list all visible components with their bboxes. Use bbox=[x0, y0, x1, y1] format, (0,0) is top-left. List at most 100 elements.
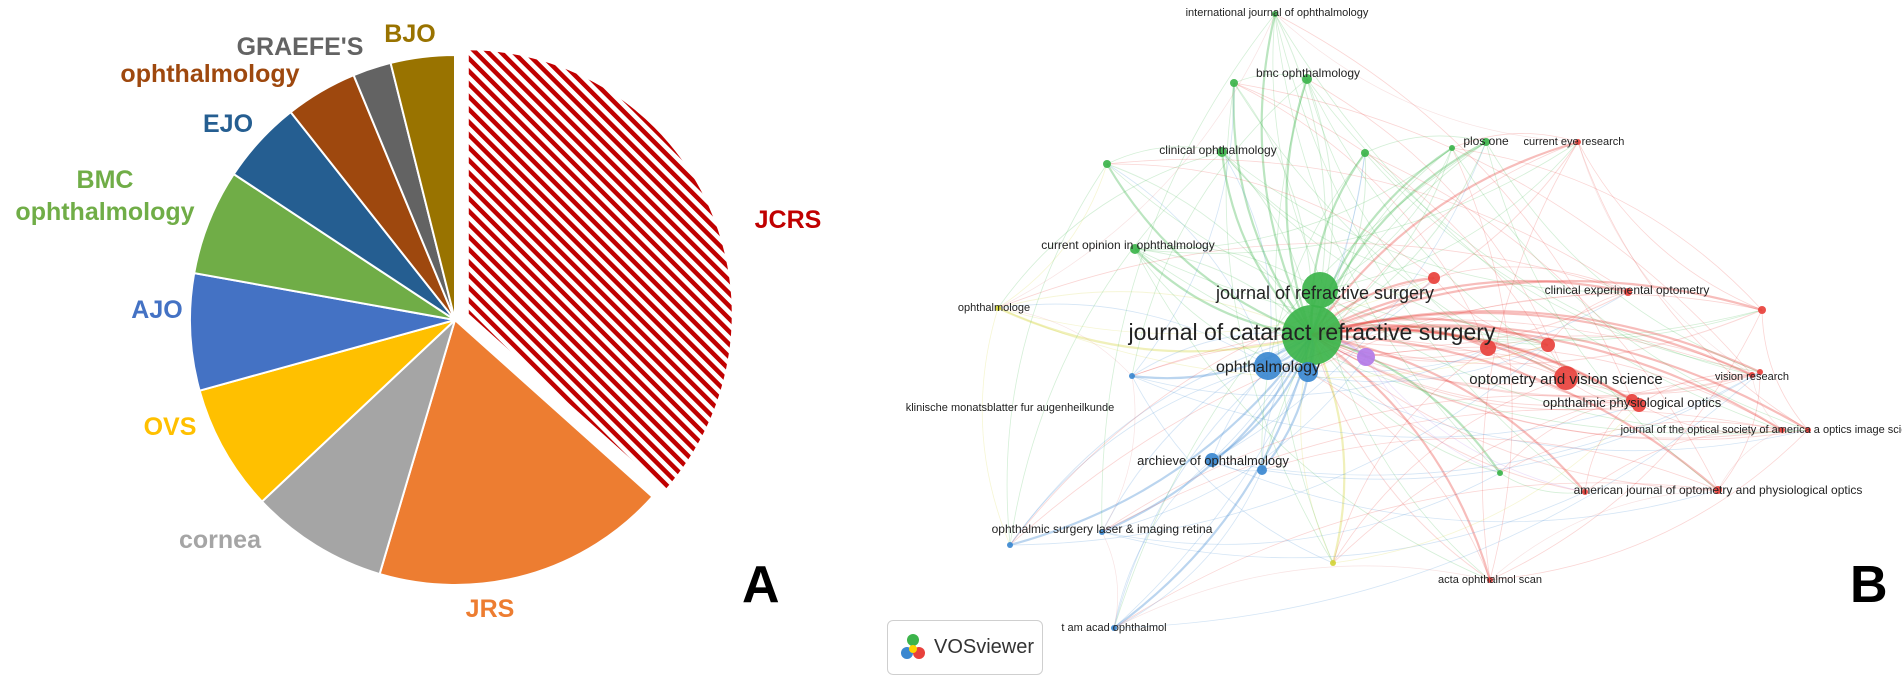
network-edge bbox=[1274, 13, 1633, 401]
network-edge bbox=[1113, 334, 1314, 629]
network-label: international journal of ophthalmology bbox=[1186, 7, 1369, 19]
network-edge bbox=[1101, 356, 1367, 533]
network-node-unlabeled bbox=[1497, 470, 1503, 476]
network-edge bbox=[1113, 152, 1366, 629]
network-edge bbox=[1261, 152, 1366, 471]
pie-slice-cornea bbox=[260, 316, 458, 576]
network-edge bbox=[1499, 472, 1586, 494]
network-edge bbox=[1233, 82, 1489, 349]
network-edge bbox=[1211, 459, 1719, 523]
network-edge bbox=[1584, 429, 1783, 493]
network-edge bbox=[1311, 333, 1586, 493]
pie-slice-ovs bbox=[198, 319, 456, 503]
network-nodes bbox=[995, 11, 1811, 631]
pie-label-ejo: EJO bbox=[203, 110, 253, 138]
network-edge bbox=[1131, 375, 1640, 438]
network-edge bbox=[1009, 344, 1549, 546]
network-node bbox=[1099, 529, 1105, 535]
network-edge bbox=[1311, 333, 1501, 474]
network-edge bbox=[1489, 309, 1763, 581]
network-label: acta ophthalmol scan bbox=[1438, 574, 1542, 586]
network-edge bbox=[1487, 335, 1753, 376]
network-edge bbox=[1311, 325, 1783, 431]
network-edge bbox=[1101, 334, 1313, 534]
pie-label-ajo: AJO bbox=[131, 296, 182, 324]
network-label: clinical ophthalmology bbox=[1159, 143, 1276, 157]
network-edge bbox=[1009, 291, 1629, 546]
network-node bbox=[1575, 139, 1581, 145]
network-edge bbox=[1311, 334, 1567, 385]
network-edge bbox=[1306, 78, 1489, 349]
network-edge bbox=[1307, 371, 1809, 452]
network-edge bbox=[1433, 277, 1549, 346]
network-edge bbox=[1311, 334, 1633, 406]
pie-slice-ajo bbox=[189, 271, 456, 392]
network-edge bbox=[1113, 482, 1719, 629]
network-node-unlabeled bbox=[1582, 489, 1588, 495]
network-edge bbox=[1221, 151, 1435, 279]
network-node-unlabeled bbox=[1541, 338, 1555, 352]
network-edge bbox=[1101, 395, 1633, 533]
network-edge bbox=[1451, 147, 1513, 581]
network-node bbox=[1254, 352, 1282, 380]
pie-slice-bjo bbox=[389, 53, 456, 321]
network-edge bbox=[1307, 371, 1491, 581]
network-edge bbox=[1261, 371, 1761, 480]
network-edge bbox=[1319, 289, 1809, 433]
network-edge bbox=[1332, 374, 1753, 564]
network-edge bbox=[1761, 309, 1809, 431]
panel-letter-b: B bbox=[1850, 556, 1888, 614]
network-edge bbox=[1311, 334, 1719, 491]
network-edge bbox=[1311, 291, 1629, 347]
network-edge bbox=[1311, 334, 1809, 441]
network-edge bbox=[1272, 13, 1367, 358]
network-edge bbox=[1274, 13, 1586, 493]
network-edge bbox=[1267, 277, 1435, 367]
network-edge bbox=[1101, 531, 1118, 629]
network-edge bbox=[1485, 141, 1719, 491]
network-node-unlabeled bbox=[1632, 398, 1646, 412]
network-label: current opinion in ophthalmology bbox=[1041, 238, 1214, 252]
network-edge bbox=[1485, 141, 1761, 373]
network-label: ophthalmology bbox=[1216, 359, 1320, 376]
network-edge bbox=[1134, 248, 1491, 581]
network-edge bbox=[1260, 13, 1313, 336]
network-edge bbox=[1332, 347, 1489, 564]
network-edge bbox=[1311, 333, 1719, 491]
network-node bbox=[1205, 453, 1219, 467]
network-edge bbox=[1101, 334, 1313, 533]
network-edge bbox=[1311, 334, 1492, 581]
network-node bbox=[1272, 11, 1278, 17]
network-label: ophthalmic physiological optics bbox=[1543, 395, 1722, 410]
network-edge bbox=[1233, 82, 1753, 376]
network-label: plos one bbox=[1463, 134, 1509, 148]
network-edge bbox=[1106, 163, 1435, 279]
network-edge bbox=[1106, 163, 1269, 367]
network-edge bbox=[1101, 408, 1783, 533]
network-edge bbox=[1311, 147, 1453, 336]
network-edge bbox=[1106, 163, 1313, 336]
network-edge bbox=[1106, 158, 1629, 293]
network-edge bbox=[1233, 73, 1308, 84]
network-edge bbox=[1009, 334, 1313, 547]
network-edge bbox=[1134, 141, 1579, 254]
network-edge bbox=[1311, 317, 1549, 347]
network-edge bbox=[1584, 399, 1633, 493]
network-node-unlabeled bbox=[1230, 79, 1238, 87]
network-edge bbox=[1134, 147, 1453, 250]
network-labels: journal of cataract refractive surgeryjo… bbox=[906, 7, 1902, 634]
network-edge bbox=[1221, 151, 1549, 346]
network-node-unlabeled bbox=[1357, 348, 1375, 366]
network-node-unlabeled bbox=[1449, 145, 1455, 151]
network-node bbox=[1217, 147, 1227, 157]
network-edges bbox=[981, 13, 1809, 629]
network-edge bbox=[1211, 141, 1487, 461]
network-edge bbox=[997, 307, 1313, 353]
network-node bbox=[1129, 373, 1135, 379]
network-edge bbox=[1009, 151, 1223, 546]
network-edge bbox=[1311, 311, 1753, 376]
network-edge bbox=[1365, 346, 1783, 431]
network-label: clinical experimental optometry bbox=[1545, 283, 1710, 297]
network-edge bbox=[1311, 328, 1633, 401]
network-node bbox=[1554, 366, 1578, 390]
